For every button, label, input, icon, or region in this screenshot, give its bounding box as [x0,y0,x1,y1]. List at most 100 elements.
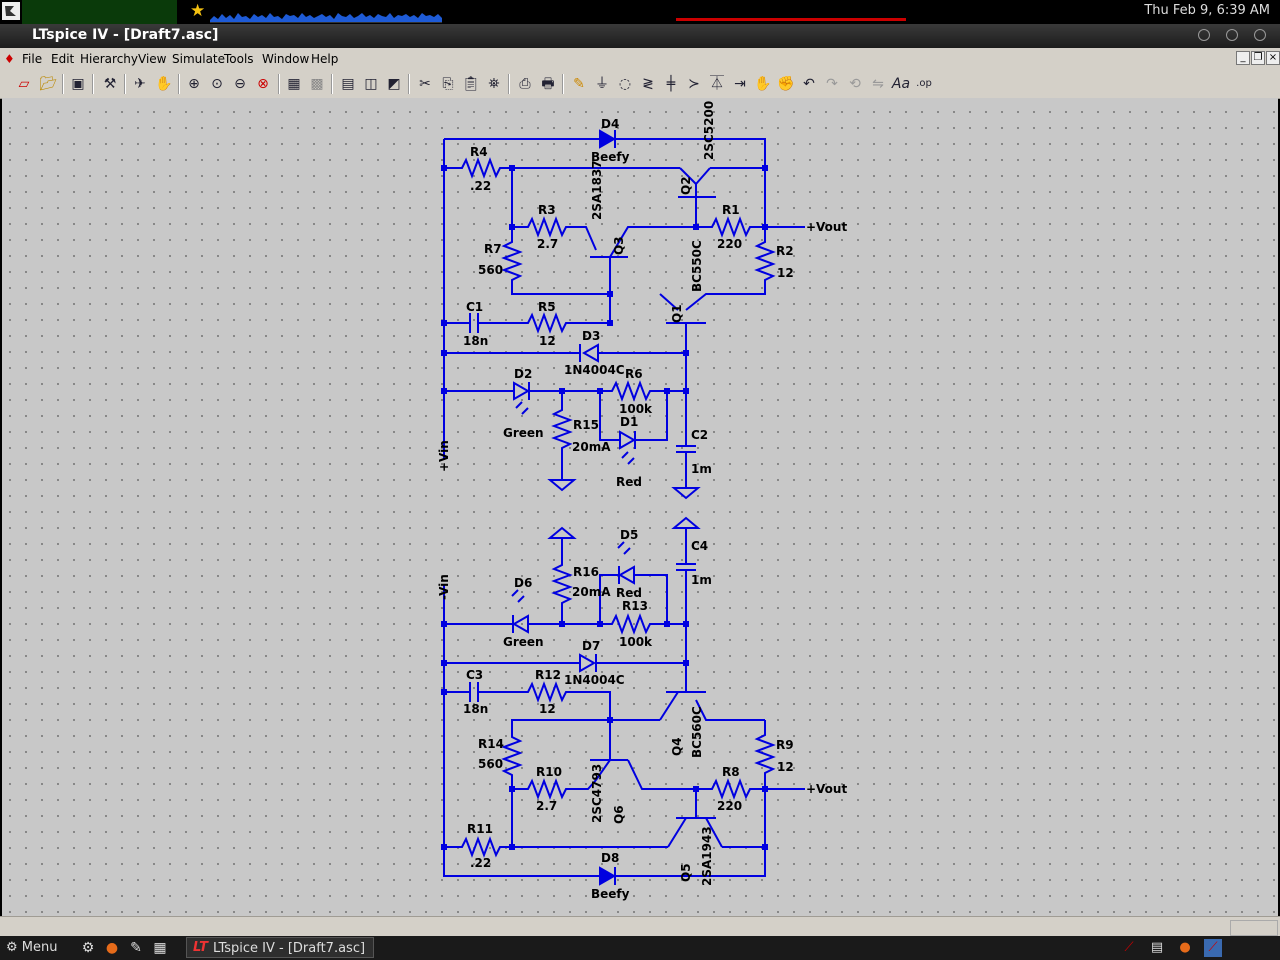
label-r16[interactable]: R16 [573,565,599,579]
label-c4-value[interactable]: 1m [691,573,712,587]
label-q6-part[interactable]: 2SC4793 [590,763,604,823]
minimize-window-icon[interactable] [1198,29,1210,41]
capacitor-icon[interactable]: ╪ [666,76,676,92]
label-d4[interactable]: D4 [601,117,620,131]
find-icon[interactable]: ⛯ [488,76,500,92]
label-vin-neg[interactable]: -Vin [437,574,451,600]
label-r3[interactable]: R3 [538,203,556,217]
label-vout-bottom[interactable]: +Vout [806,782,848,796]
label-r9[interactable]: R9 [776,738,794,752]
menu-window[interactable]: Window [262,52,310,66]
menu-simulate[interactable]: Simulate [172,52,226,66]
label-d1[interactable]: D1 [620,415,639,429]
component-icon[interactable]: ⇥ [734,76,746,92]
mirror-icon[interactable]: ⇋ [872,76,884,92]
pan-icon[interactable]: ✋ [155,76,173,92]
label-c2[interactable]: C2 [691,428,709,442]
menu-tools[interactable]: Tools [224,52,254,66]
undo-icon[interactable]: ↶ [803,76,815,92]
ground-icon[interactable]: ⏚ [595,76,609,92]
label-r1-value[interactable]: 220 [717,237,743,251]
spice-directive-icon[interactable]: .op [916,78,932,89]
label-q6[interactable]: Q6 [612,805,626,824]
menu-hierarchy[interactable]: Hierarchy [80,52,139,66]
label-q1-part[interactable]: BC550C [690,240,704,292]
label-d3[interactable]: D3 [582,329,601,343]
text-editor-icon[interactable]: ✎ [130,940,142,956]
label-d6[interactable]: D6 [514,576,533,590]
app-icon[interactable]: ♦ [4,52,15,66]
label-q3-part[interactable]: 2SA1837 [590,160,604,220]
label-r10[interactable]: R10 [536,765,562,779]
label-d6-value[interactable]: Green [503,635,544,649]
label-d8-value[interactable]: Beefy [591,887,630,901]
label-d5[interactable]: D5 [620,528,639,542]
label-r15-value[interactable]: 20mA [572,440,611,454]
close-window-icon[interactable] [1254,29,1266,41]
label-r6-value[interactable]: 100k [619,402,653,416]
label-vin-pos[interactable]: +Vin [437,440,451,472]
label-r16-value[interactable]: 20mA [572,585,611,599]
menu-edit[interactable]: Edit [51,52,75,66]
label-r1[interactable]: R1 [722,203,740,217]
label-d4-value[interactable]: Beefy [591,150,630,164]
firefox-tray-icon[interactable]: ● [1179,940,1191,955]
taskbar-task-ltspice[interactable]: LT LTspice IV - [Draft7.asc] [186,937,374,958]
label-r11[interactable]: R11 [467,822,493,836]
open-icon[interactable]: 📂︎ [39,76,57,92]
label-r12-value[interactable]: 12 [539,702,556,716]
label-q2-part[interactable]: 2SC5200 [702,100,716,160]
label-r11-value[interactable]: .22 [470,856,492,870]
label-r5-value[interactable]: 12 [539,334,556,348]
mdi-minimize-icon[interactable]: _ [1236,51,1250,65]
clock[interactable]: Thu Feb 9, 6:39 AM [1144,3,1270,18]
zoom-fit-icon[interactable]: ⊗ [257,76,269,92]
label-d5-value[interactable]: Red [616,586,642,600]
window-icon[interactable]: ◫ [364,76,378,92]
maximize-window-icon[interactable] [1226,29,1238,41]
label-r10-value[interactable]: 2.7 [536,799,558,813]
paste-icon[interactable]: 📋︎ [462,76,480,92]
drag-icon[interactable]: ✊ [777,76,795,92]
label-r2-value[interactable]: 12 [777,266,794,280]
label-r2[interactable]: R2 [776,244,794,258]
run-icon[interactable]: ✈ [134,76,146,92]
applications-icon[interactable] [2,2,20,20]
label-q5[interactable]: Q5 [679,863,693,882]
move-icon[interactable]: ✋ [754,76,772,92]
label-r14-value[interactable]: 560 [478,757,504,771]
cascade-icon[interactable]: ▤ [341,76,355,92]
text-icon[interactable]: Aa [891,76,911,92]
label-c4[interactable]: C4 [691,539,709,553]
label-d8[interactable]: D8 [601,851,620,865]
label-d3-value[interactable]: 1N4004C [564,363,625,377]
label-d7-value[interactable]: 1N4004C [564,673,625,687]
menu-help[interactable]: Help [311,52,339,66]
waveform-icon[interactable]: ▦ [287,76,301,92]
menu-view[interactable]: View [138,52,167,66]
resistor-icon[interactable]: ≷ [642,76,654,92]
mdi-restore-icon[interactable]: ❐ [1251,51,1265,65]
label-r8[interactable]: R8 [722,765,740,779]
settings-icon[interactable]: ⚙ [81,940,95,956]
label-q4-part[interactable]: BC560C [690,706,704,758]
label-r13[interactable]: R13 [622,599,648,613]
label-r13-value[interactable]: 100k [619,635,653,649]
label-r15[interactable]: R15 [573,418,599,432]
label-r7[interactable]: R7 [484,242,502,256]
inductor-icon[interactable]: ≻ [688,76,700,92]
print-setup-icon[interactable]: ⎙ [519,76,531,92]
label-r3-value[interactable]: 2.7 [537,237,559,251]
cut-icon[interactable]: ✂ [419,76,431,92]
save-icon[interactable]: ▣ [71,76,85,92]
label-c2-value[interactable]: 1m [691,462,712,476]
label-r8-value[interactable]: 220 [717,799,743,813]
label-c1[interactable]: C1 [466,300,484,314]
start-menu-button[interactable]: ⚙ Menu [6,940,58,955]
window-titlebar[interactable]: LTspice IV - [Draft7.asc] [0,24,1280,48]
firefox-icon[interactable]: ● [105,940,119,956]
label-q1[interactable]: Q1 [670,304,684,323]
label-r7-value[interactable]: 560 [478,263,504,277]
zoom-in-icon[interactable]: ⊕ [188,76,200,92]
